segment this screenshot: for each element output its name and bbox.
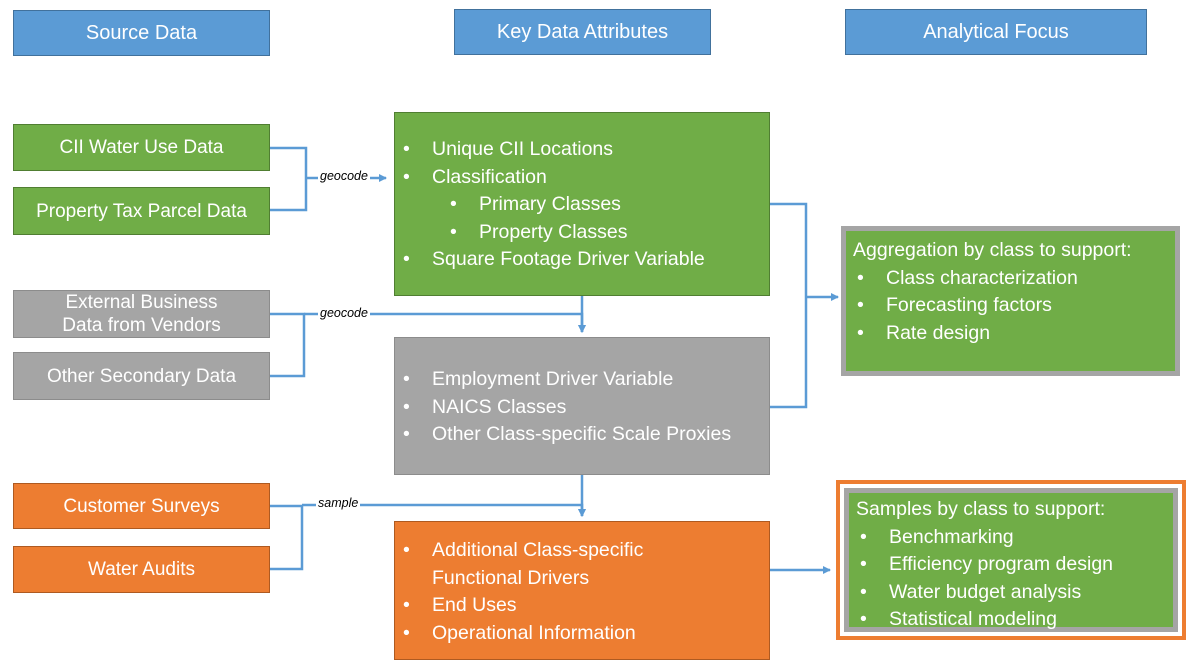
focus-aggregation-list: Class characterization Forecasting facto… (853, 265, 1175, 348)
edge-label-geocode-2: geocode (318, 306, 370, 321)
focus-aggregation: Aggregation by class to support: Class c… (846, 231, 1175, 371)
attr-functional-drivers: Functional Drivers (432, 566, 590, 589)
attributes-functional-box: Additional Class-specific Functional Dri… (394, 521, 770, 660)
focus-samples: Samples by class to support: Benchmarkin… (849, 493, 1173, 633)
attributes-functional-list: Additional Class-specific Functional Dri… (395, 537, 769, 647)
focus-samples-title: Samples by class to support: (856, 498, 1106, 520)
attributes-scale-box: Employment Driver Variable NAICS Classes… (394, 337, 770, 475)
focus-samples-inner-frame: Samples by class to support: Benchmarkin… (844, 488, 1178, 633)
bracket-secondary-sources (270, 312, 306, 378)
focus-item-water-budget: Water budget analysis (856, 579, 1173, 607)
attr-employment-driver: Employment Driver Variable (395, 366, 769, 394)
bracket-survey-sources (270, 504, 304, 571)
attributes-scale-list: Employment Driver Variable NAICS Classes… (395, 366, 769, 449)
bracket-to-aggregation (770, 202, 808, 409)
attr-square-footage: Square Footage Driver Variable (395, 246, 769, 274)
focus-samples-outer-frame: Samples by class to support: Benchmarkin… (836, 480, 1186, 640)
source-water-audits: Water Audits (13, 546, 270, 593)
attr-property-classes: Property Classes (395, 219, 769, 247)
attr-classification: Classification (395, 164, 769, 192)
header-key-data-attributes: Key Data Attributes (454, 9, 711, 55)
focus-aggregation-frame: Aggregation by class to support: Class c… (841, 226, 1180, 376)
focus-item-efficiency-program: Efficiency program design (856, 551, 1173, 579)
source-customer-surveys: Customer Surveys (13, 483, 270, 529)
attr-end-uses: End Uses (395, 592, 769, 620)
edge-label-geocode-1: geocode (318, 169, 370, 184)
source-cii-water-use: CII Water Use Data (13, 124, 270, 171)
source-external-business: External Business Data from Vendors (13, 290, 270, 338)
attr-additional-class-specific: Additional Class-specific (395, 537, 769, 565)
header-source-data: Source Data (13, 10, 270, 56)
attributes-location-box: Unique CII Locations Classification Prim… (394, 112, 770, 296)
focus-item-benchmarking: Benchmarking (856, 524, 1173, 552)
attributes-location-list: Unique CII Locations Classification Prim… (395, 136, 769, 274)
attr-unique-cii-locations: Unique CII Locations (395, 136, 769, 164)
source-other-secondary: Other Secondary Data (13, 352, 270, 400)
focus-aggregation-title: Aggregation by class to support: (853, 239, 1132, 261)
bracket-cii-sources (270, 146, 308, 212)
focus-item-rate-design: Rate design (853, 320, 1175, 348)
edge-label-sample: sample (316, 496, 361, 511)
attr-primary-classes: Primary Classes (395, 191, 769, 219)
focus-samples-list: Benchmarking Efficiency program design W… (856, 524, 1173, 634)
focus-item-forecasting-factors: Forecasting factors (853, 292, 1175, 320)
focus-item-statistical-modeling: Statistical modeling (856, 606, 1173, 634)
source-property-tax-parcel: Property Tax Parcel Data (13, 187, 270, 235)
focus-item-class-characterization: Class characterization (853, 265, 1175, 293)
attr-naics-classes: NAICS Classes (395, 394, 769, 422)
attr-operational-information: Operational Information (395, 620, 769, 648)
attr-scale-proxies: Other Class-specific Scale Proxies (395, 421, 769, 449)
header-analytical-focus: Analytical Focus (845, 9, 1147, 55)
